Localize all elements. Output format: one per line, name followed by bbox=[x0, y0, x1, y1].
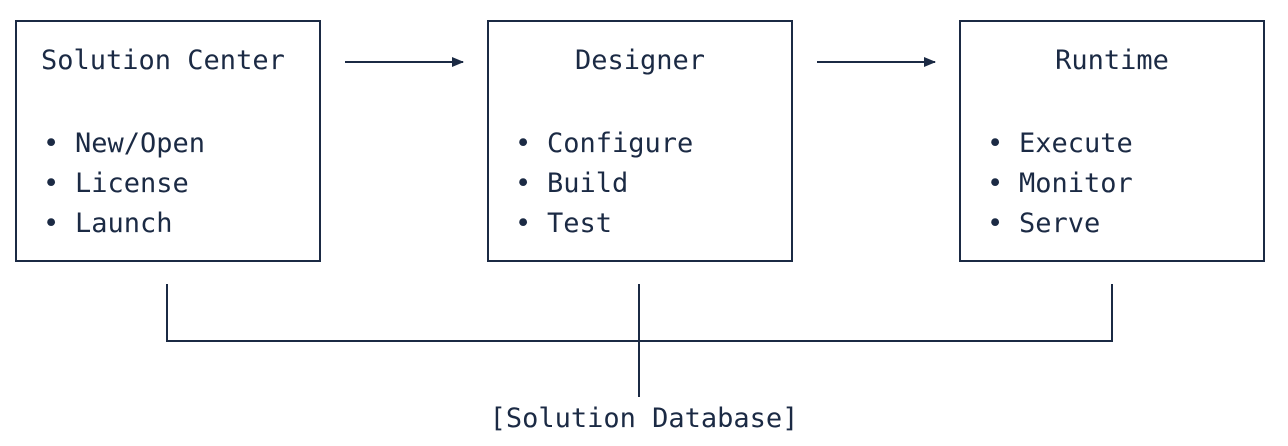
list-item-label: Configure bbox=[547, 128, 694, 159]
list-item-label: Execute bbox=[1019, 128, 1133, 159]
solution-center-title: Solution Center bbox=[41, 45, 285, 76]
bullet-icon: • bbox=[43, 208, 60, 239]
list-item: • License bbox=[43, 164, 205, 204]
designer-title: Designer bbox=[574, 45, 706, 76]
solution-center-box: Solution Center • New/Open • License • Laun… bbox=[15, 20, 321, 262]
list-item-label: Launch bbox=[75, 208, 173, 239]
list-item: • Serve bbox=[987, 204, 1133, 244]
list-item: • Test bbox=[515, 204, 693, 244]
runtime-box: Runtime • Execute • Monitor • Serve bbox=[959, 20, 1265, 262]
list-item: • Launch bbox=[43, 204, 205, 244]
bullet-icon: • bbox=[43, 128, 60, 159]
runtime-items: • Execute • Monitor • Serve bbox=[987, 124, 1133, 244]
list-item-label: License bbox=[75, 168, 189, 199]
designer-box: Designer • Configure • Build • Test bbox=[487, 20, 793, 262]
list-item: • New/Open bbox=[43, 124, 205, 164]
solution-center-items: • New/Open • License • Launch bbox=[43, 124, 205, 244]
list-item-label: Build bbox=[547, 168, 629, 199]
list-item: • Build bbox=[515, 164, 693, 204]
runtime-title: Runtime bbox=[1055, 45, 1169, 76]
bullet-icon: • bbox=[43, 168, 60, 199]
bullet-icon: • bbox=[987, 168, 1004, 199]
list-item-label: Serve bbox=[1019, 208, 1101, 239]
solution-database-label: [Solution Database] bbox=[489, 403, 799, 434]
bullet-icon: • bbox=[515, 168, 532, 199]
list-item-label: Monitor bbox=[1019, 168, 1133, 199]
list-item-label: Test bbox=[547, 208, 613, 239]
bullet-icon: • bbox=[515, 208, 532, 239]
bullet-icon: • bbox=[987, 208, 1004, 239]
bullet-icon: • bbox=[515, 128, 532, 159]
designer-items: • Configure • Build • Test bbox=[515, 124, 693, 244]
bullet-icon: • bbox=[987, 128, 1004, 159]
list-item: • Monitor bbox=[987, 164, 1133, 204]
list-item: • Execute bbox=[987, 124, 1133, 164]
list-item-label: New/Open bbox=[75, 128, 206, 159]
list-item: • Configure bbox=[515, 124, 693, 164]
